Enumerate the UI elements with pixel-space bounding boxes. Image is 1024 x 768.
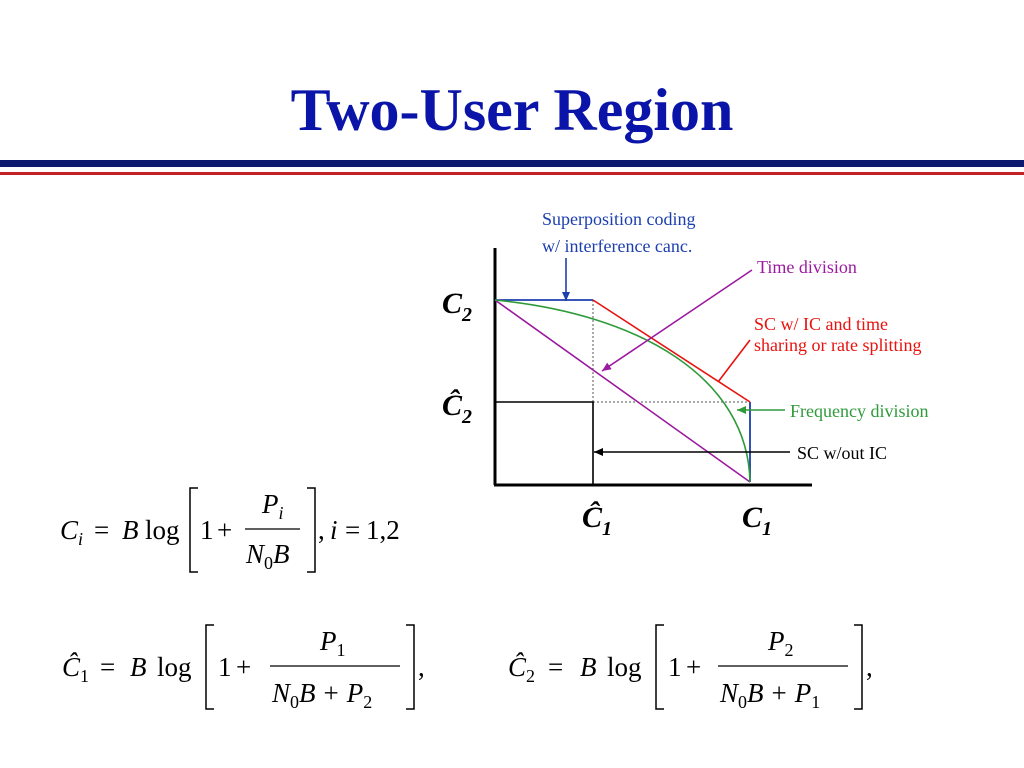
svg-text:i: i: [330, 515, 338, 545]
svg-text:+: +: [217, 515, 232, 545]
c1-hat-label: Ĉ1: [582, 501, 612, 540]
title-rule-red: [0, 172, 1024, 175]
title-rule-navy: [0, 160, 1024, 167]
c2-hat-equation: Ĉ2 = B log 1 + P2 N0B+P1 ,: [508, 624, 873, 712]
sc-time-sharing-arrow: [717, 339, 751, 383]
svg-text:+: +: [236, 652, 251, 682]
svg-text:1: 1: [200, 515, 214, 545]
superposition-label-line1: Superposition coding: [542, 209, 696, 229]
capacity-equation: Ci = B log 1 + Pi N0B , i = 1,2: [60, 487, 400, 573]
svg-text:=: =: [345, 515, 360, 545]
svg-text:B: B: [130, 652, 147, 682]
c1-label: C1: [742, 501, 772, 540]
superposition-label-line2: w/ interference canc.: [542, 236, 692, 256]
time-division-label: Time division: [757, 257, 857, 277]
svg-text:log: log: [157, 652, 192, 682]
svg-text:N0B: N0B: [245, 539, 290, 573]
svg-text:1,2: 1,2: [366, 515, 400, 545]
sc-time-sharing-label-line2: sharing or rate splitting: [754, 335, 921, 355]
svg-text:N0B+P2: N0B+P2: [271, 678, 372, 712]
sc-without-ic-region-boundary: [495, 401, 594, 485]
svg-text:,: ,: [418, 652, 425, 682]
time-division-line: [494, 299, 751, 483]
frequency-division-label: Frequency division: [790, 401, 928, 421]
svg-text:P2: P2: [767, 626, 794, 660]
svg-text:=: =: [94, 515, 109, 545]
svg-text:P1: P1: [319, 626, 346, 660]
slide-title: Two-User Region: [290, 77, 734, 143]
svg-text:B: B: [580, 652, 597, 682]
svg-text:Ĉ1: Ĉ1: [62, 652, 89, 686]
svg-text:Pi: Pi: [261, 489, 284, 523]
c2-label: C2: [442, 287, 472, 326]
svg-text:log: log: [607, 652, 642, 682]
sc-without-ic-label: SC w/out IC: [797, 443, 887, 463]
sc-time-sharing-line: [592, 299, 751, 403]
sc-time-sharing-label-line1: SC w/ IC and time: [754, 314, 888, 334]
svg-text:=: =: [548, 652, 563, 682]
svg-text:N0B+P1: N0B+P1: [719, 678, 820, 712]
time-division-arrow: [601, 269, 753, 372]
frequency-division-curve: [494, 299, 751, 483]
svg-text:=: =: [100, 652, 115, 682]
svg-text:1: 1: [668, 652, 682, 682]
svg-text:+: +: [686, 652, 701, 682]
svg-text:Ĉ2: Ĉ2: [508, 652, 535, 686]
svg-text:,: ,: [318, 515, 325, 545]
c2-hat-label: Ĉ2: [442, 389, 472, 428]
c1-hat-equation: Ĉ1 = B log 1 + P1 N0B+P2 ,: [62, 624, 425, 712]
svg-text:Ci: Ci: [60, 515, 83, 549]
svg-text:,: ,: [866, 652, 873, 682]
svg-text:log: log: [145, 515, 180, 545]
svg-text:1: 1: [218, 652, 232, 682]
svg-text:B: B: [122, 515, 139, 545]
